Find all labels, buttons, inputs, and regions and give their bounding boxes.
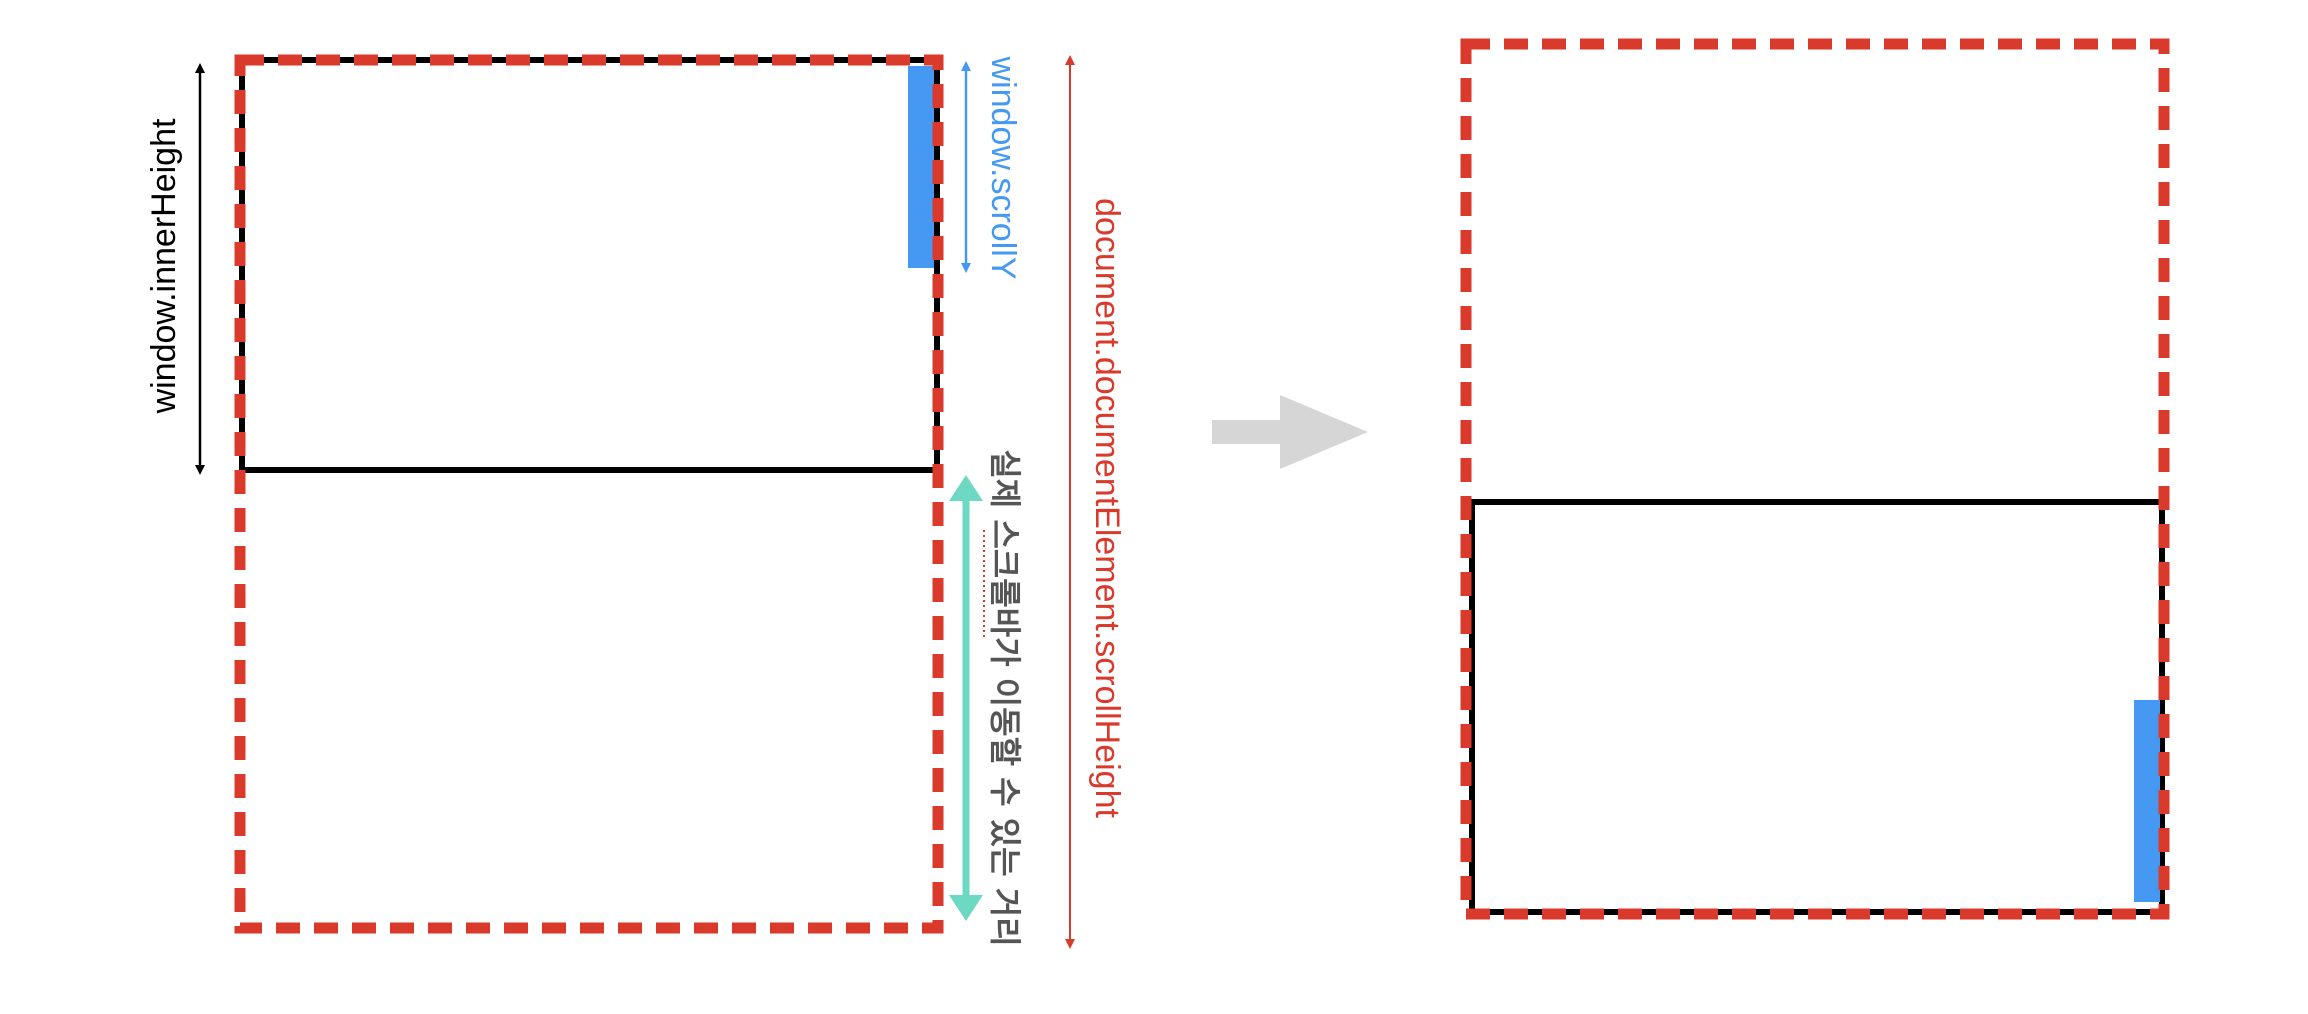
scroll-distance-label: 실제 스크롤바가 이동할 수 있는 거리: [986, 449, 1024, 946]
document-rect-after: [1460, 38, 2170, 920]
viewport-rect-after: [1469, 499, 2165, 915]
scroll-y-label: window.scrollY: [984, 56, 1022, 280]
left-panel: window.innerHeight window.scrollY 실제 스크롤…: [145, 54, 1126, 949]
right-panel: [1460, 38, 2170, 920]
right-arrow-icon: [1212, 395, 1368, 469]
scroll-height-label: document.documentElement.scrollHeight: [1088, 198, 1126, 818]
inner-height-label: window.innerHeight: [145, 118, 183, 414]
document-rect-before: [234, 54, 944, 934]
viewport-rect-before: [239, 57, 940, 473]
scroll-thumb-after: [2134, 700, 2160, 902]
scroll-thumb-before: [908, 66, 934, 268]
